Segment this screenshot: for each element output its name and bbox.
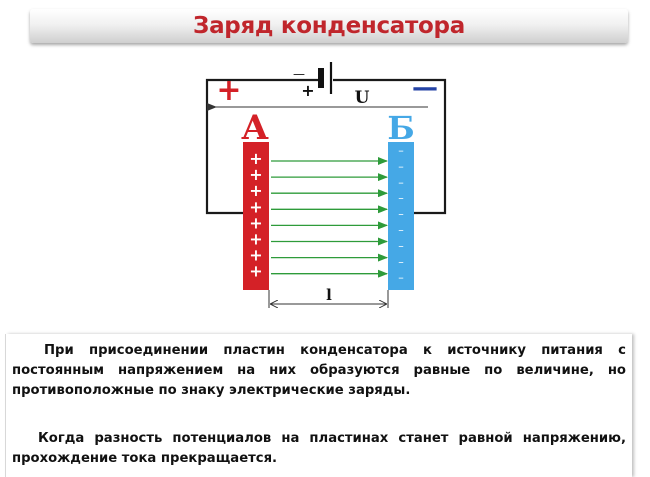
negative-charge-mark: – (398, 255, 404, 268)
page-title: Заряд конденсатора (193, 13, 465, 39)
plate-b-charges: – – – – – – – – – (398, 144, 404, 284)
negative-charge-mark: – (398, 239, 404, 252)
positive-terminal-sign: + (216, 73, 241, 108)
negative-charge-mark: – (398, 160, 404, 173)
battery-plus-sign: + (301, 81, 314, 100)
description-paragraph-2: Когда разность потенциалов на пластинах … (12, 431, 626, 466)
negative-charge-mark: – (398, 144, 404, 157)
negative-charge-mark: – (398, 208, 404, 221)
positive-charge-mark: + (249, 149, 262, 168)
negative-charge-mark: – (398, 192, 404, 205)
battery-icon (318, 62, 333, 94)
positive-charge-mark: + (249, 246, 262, 265)
plate-a-label: А (241, 108, 269, 148)
positive-charge-mark: + (249, 230, 262, 249)
positive-charge-mark: + (249, 213, 262, 232)
positive-charge-mark: + (249, 181, 262, 200)
positive-charge-mark: + (249, 197, 262, 216)
electric-field-lines (271, 157, 388, 278)
plate-a-charges: ++++++++ (249, 149, 262, 281)
description-paragraph-1: При присоединении пластин конденсатора к… (12, 343, 626, 398)
negative-charge-mark: – (398, 224, 404, 237)
negative-charge-mark: – (398, 271, 404, 284)
title-banner: Заряд конденсатора (30, 9, 628, 43)
description-panel: При присоединении пластин конденсатора к… (6, 334, 632, 477)
negative-terminal-sign: — (412, 73, 438, 103)
capacitor-diagram: + — + — U А Б ++++++++ ––––––––– l (205, 62, 447, 308)
plate-a (243, 142, 269, 290)
positive-charge-mark: + (249, 262, 262, 281)
negative-charge-mark: – (398, 176, 404, 189)
positive-charge-mark: + (249, 165, 262, 184)
battery-minus-sign: — (293, 67, 305, 81)
voltage-label: U (355, 88, 370, 108)
distance-label: l (326, 286, 332, 304)
plate-b-label: Б (387, 109, 414, 147)
circuit-wire (205, 78, 447, 215)
plate-b (388, 142, 414, 290)
